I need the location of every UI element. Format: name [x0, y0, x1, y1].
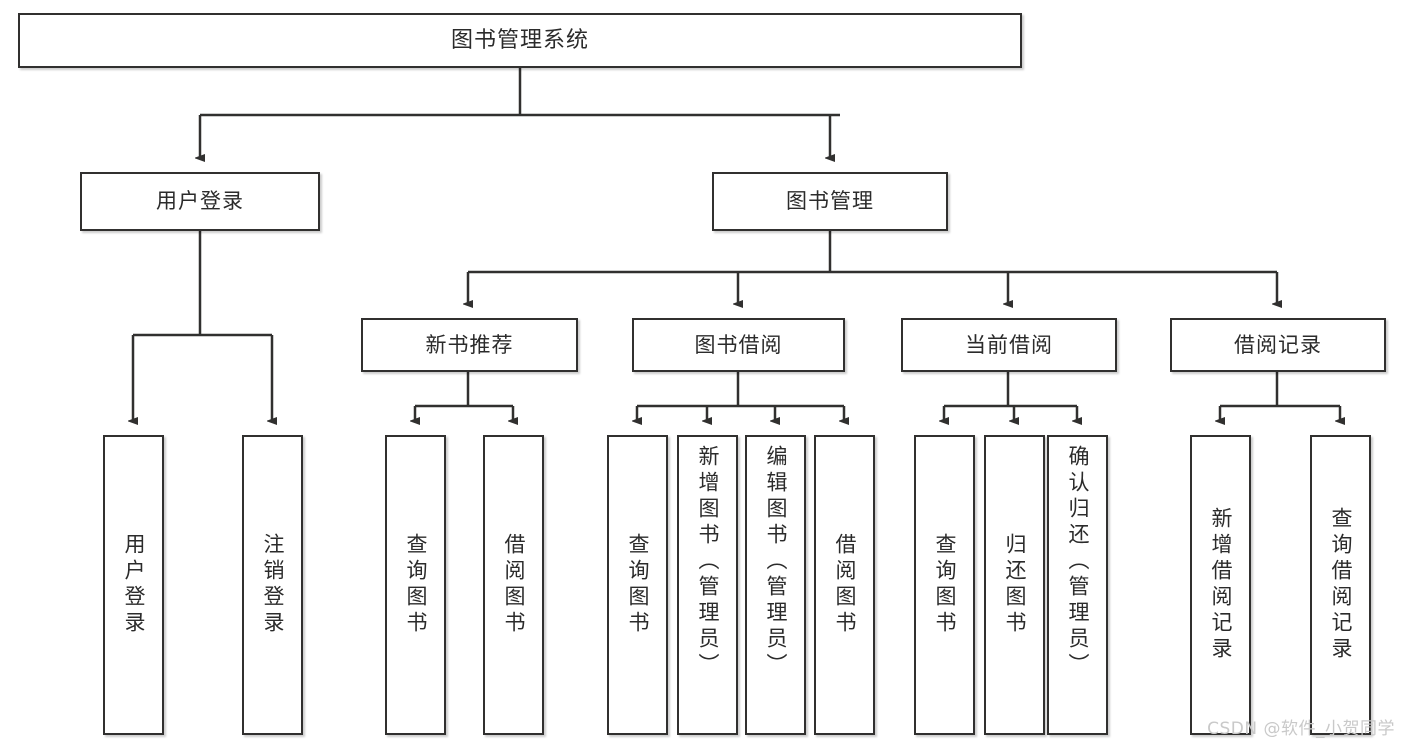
leaf-current-query-book[interactable]: 查询图书	[914, 435, 975, 735]
leaf-newbook-query-book[interactable]: 查询图书	[385, 435, 446, 735]
leaf-current-confirm-return-admin[interactable]: 确认归还（管理员）	[1047, 435, 1108, 735]
csdn-watermark: CSDN @软件_小贺同学	[1207, 719, 1395, 739]
node-label: 归还图书	[1003, 533, 1027, 637]
leaf-borrow-borrow-book[interactable]: 借阅图书	[814, 435, 875, 735]
node-label: 借阅图书	[502, 533, 526, 637]
node-label: 查询图书	[626, 533, 650, 637]
node-label: 用户登录	[122, 533, 146, 637]
node-label: 确认归还（管理员）	[1066, 445, 1090, 679]
leaf-user-login-signout[interactable]: 注销登录	[242, 435, 303, 735]
node-label: 查询图书	[404, 533, 428, 637]
leaf-borrow-add-book-admin[interactable]: 新增图书（管理员）	[677, 435, 738, 735]
node-label: 新增借阅记录	[1209, 507, 1233, 663]
leaf-current-return-book[interactable]: 归还图书	[984, 435, 1045, 735]
node-user-login[interactable]: 用户登录	[80, 172, 320, 231]
node-root-system[interactable]: 图书管理系统	[18, 13, 1022, 68]
leaf-user-login-signin[interactable]: 用户登录	[103, 435, 164, 735]
node-label: 注销登录	[261, 533, 285, 637]
node-label: 编辑图书（管理员）	[764, 445, 788, 679]
node-label: 查询图书	[933, 533, 957, 637]
node-borrow-records[interactable]: 借阅记录	[1170, 318, 1386, 372]
node-label: 图书管理	[786, 189, 874, 214]
node-label: 用户登录	[156, 189, 244, 214]
node-label: 图书借阅	[694, 332, 783, 357]
node-label: 新增图书（管理员）	[696, 445, 720, 679]
leaf-borrow-query-book[interactable]: 查询图书	[607, 435, 668, 735]
node-book-management[interactable]: 图书管理	[712, 172, 948, 231]
node-label: 图书管理系统	[450, 27, 589, 53]
leaf-newbook-borrow-book[interactable]: 借阅图书	[483, 435, 544, 735]
node-book-borrow[interactable]: 图书借阅	[632, 318, 845, 372]
leaf-borrow-edit-book-admin[interactable]: 编辑图书（管理员）	[745, 435, 806, 735]
node-label: 借阅记录	[1234, 332, 1322, 357]
node-current-borrow[interactable]: 当前借阅	[901, 318, 1117, 372]
node-label: 借阅图书	[833, 533, 857, 637]
leaf-records-add-record[interactable]: 新增借阅记录	[1190, 435, 1251, 735]
node-new-book-recommend[interactable]: 新书推荐	[361, 318, 578, 372]
leaf-records-query-record[interactable]: 查询借阅记录	[1310, 435, 1371, 735]
node-label: 当前借阅	[965, 332, 1053, 357]
node-label: 新书推荐	[425, 332, 514, 357]
node-label: 查询借阅记录	[1329, 507, 1353, 663]
